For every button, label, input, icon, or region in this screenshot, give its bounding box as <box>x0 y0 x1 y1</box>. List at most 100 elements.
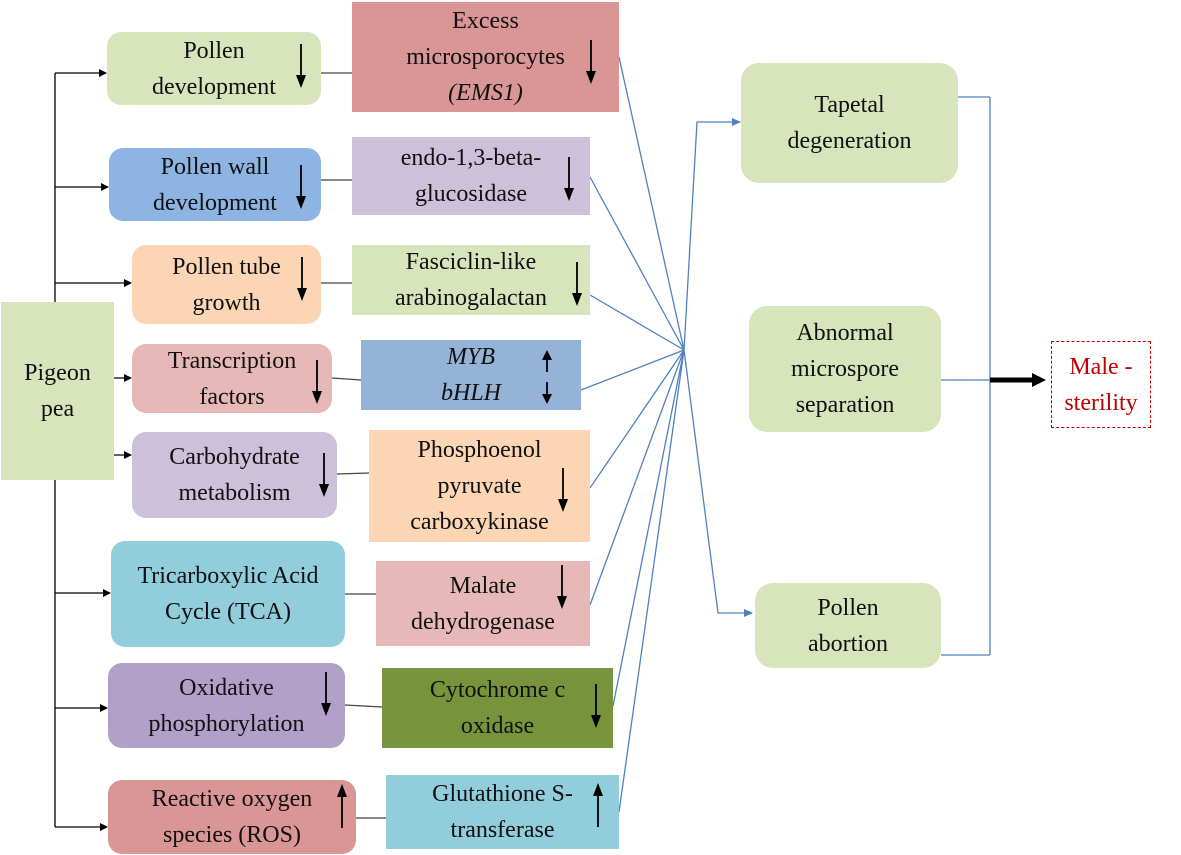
hub-to-effect-0-arrow <box>683 118 741 351</box>
gene-line: endo-1,3-beta- <box>400 145 542 171</box>
process-box-pollen-tube-growth: Pollen tube growth <box>132 245 321 324</box>
outcome-box-male-sterility: Male - sterility <box>1051 341 1151 428</box>
gene-line: Fasciclin-like <box>405 249 537 275</box>
gene-line: dehydrogenase <box>411 608 555 635</box>
effect-line: microspore <box>791 356 899 382</box>
down-arrow-icon <box>297 257 307 301</box>
down-arrow-icon <box>319 453 329 497</box>
gene-line: Cytochrome c <box>429 677 566 703</box>
up-arrow-icon <box>542 350 552 372</box>
process-label: Carbohydrate metabolism <box>169 444 300 506</box>
gene-line: (EMS1) <box>448 80 523 106</box>
down-arrow-icon <box>296 165 306 209</box>
process-label: Oxidative phosphorylation <box>148 674 305 737</box>
gene-line: carboxykinase <box>410 509 549 535</box>
down-arrow-icon <box>312 360 322 404</box>
process-label: Transcription factors <box>167 347 297 410</box>
hub-to-effect-2-arrow <box>683 349 753 617</box>
gene-hub-line-6 <box>612 349 685 707</box>
gene-box-malate-dehydrogenase: Malate dehydrogenase <box>376 561 590 646</box>
effect-line: abortion <box>808 630 888 657</box>
gene-line: oxidase <box>460 713 535 739</box>
down-arrow-icon <box>586 40 596 84</box>
process-gene-link-4 <box>336 472 370 475</box>
gene-line: arabinogalactan <box>395 285 547 311</box>
effect-label: Abnormal microspore separation <box>791 315 899 423</box>
gene-hub-line-2 <box>589 294 685 351</box>
process-label: Pollen wall development <box>153 153 277 216</box>
effect-box-abnormal-microspore-separation: Abnormal microspore separation <box>749 306 941 432</box>
process-label: Pollen development <box>152 37 276 100</box>
gene-line: Phosphoenol <box>417 437 542 463</box>
effect-label: Pollen abortion <box>808 590 888 662</box>
gene-line: Malate <box>449 572 517 599</box>
gene-box-cytochrome-c-oxidase: Cytochrome c oxidase <box>382 668 613 748</box>
down-arrow-icon <box>321 672 331 716</box>
process-box-ros: Reactive oxygen species (ROS) <box>108 780 356 854</box>
gene-hub-line-4 <box>589 349 685 489</box>
effect-label: Tapetal degeneration <box>788 87 912 159</box>
process-gene-link-6 <box>344 704 383 708</box>
gene-box-myb-bhlh: MYB bHLH <box>361 340 581 410</box>
gene-label: Fasciclin-like arabinogalactan <box>395 244 547 316</box>
process-box-pollen-wall-development: Pollen wall development <box>109 148 321 221</box>
outcome-line: sterility <box>1064 389 1138 416</box>
gene-line: Excess <box>452 8 519 34</box>
down-arrow-icon <box>564 157 574 201</box>
gene-hub-line-1 <box>589 176 685 351</box>
down-arrow-icon <box>542 382 552 404</box>
outcome-line: Male - <box>1069 353 1133 380</box>
effect-box-tapetal-degeneration: Tapetal degeneration <box>741 63 958 183</box>
gene-hub-line-0 <box>618 56 685 351</box>
gene-label: MYB bHLH <box>441 339 501 411</box>
gene-line: pyruvate <box>437 473 522 499</box>
process-box-tca: Tricarboxylic Acid Cycle (TCA) <box>111 541 345 647</box>
process-label: Tricarboxylic Acid Cycle (TCA) <box>137 563 319 625</box>
down-arrow-icon <box>558 468 568 512</box>
gene-label: Glutathione S- transferase <box>432 776 573 848</box>
gene-line: glucosidase <box>415 181 527 207</box>
gene-line: microsporocytes <box>406 44 565 70</box>
down-arrow-icon <box>296 44 306 88</box>
gene-label: Phosphoenol pyruvate carboxykinase <box>410 432 549 540</box>
gene-box-pepck: Phosphoenol pyruvate carboxykinase <box>369 430 590 542</box>
gene-line: bHLH <box>440 380 501 406</box>
outcome-label: Male - sterility <box>1064 349 1137 421</box>
gene-hub-line-5 <box>589 349 685 606</box>
effect-line: Tapetal <box>814 92 885 118</box>
gene-box-fasciclin: Fasciclin-like arabinogalactan <box>352 245 590 315</box>
gene-line: MYB <box>446 344 495 370</box>
effect-line: separation <box>795 392 895 418</box>
gene-hub-line-7 <box>618 349 685 813</box>
process-box-carbohydrate-metabolism: Carbohydrate metabolism <box>132 432 337 518</box>
gene-box-glutathione-s-transferase: Glutathione S- transferase <box>386 775 619 849</box>
effect-line: Pollen <box>817 594 879 621</box>
effect-box-pollen-abortion: Pollen abortion <box>755 583 941 668</box>
source-label: Pigeon pea <box>24 360 91 422</box>
effect-line: Abnormal <box>796 320 894 346</box>
up-arrow-icon <box>593 783 603 827</box>
source-box: Pigeon pea <box>1 302 114 480</box>
gene-label: Excess microsporocytes (EMS1) <box>406 3 565 111</box>
process-box-transcription-factors: Transcription factors <box>132 344 332 413</box>
gene-hub-line-3 <box>580 349 685 391</box>
gene-line: transferase <box>450 817 555 843</box>
down-arrow-icon <box>572 262 582 306</box>
down-arrow-icon <box>557 565 567 609</box>
down-arrow-icon <box>591 684 601 728</box>
gene-box-endo-glucosidase: endo-1,3-beta- glucosidase <box>352 137 590 215</box>
gene-label: Malate dehydrogenase <box>411 568 555 640</box>
gene-label: endo-1,3-beta- glucosidase <box>401 140 542 212</box>
gene-label: Cytochrome c oxidase <box>430 672 565 744</box>
outcome-arrow-head <box>1032 373 1046 387</box>
effect-line: degeneration <box>787 128 912 154</box>
process-box-pollen-development: Pollen development <box>107 32 321 105</box>
process-gene-link-3 <box>331 377 362 381</box>
up-arrow-icon <box>337 784 347 828</box>
gene-box-ems1: Excess microsporocytes (EMS1) <box>352 2 619 112</box>
process-label: Pollen tube growth <box>172 253 281 316</box>
gene-line: Glutathione S- <box>432 781 573 807</box>
process-label: Reactive oxygen species (ROS) <box>151 786 313 848</box>
